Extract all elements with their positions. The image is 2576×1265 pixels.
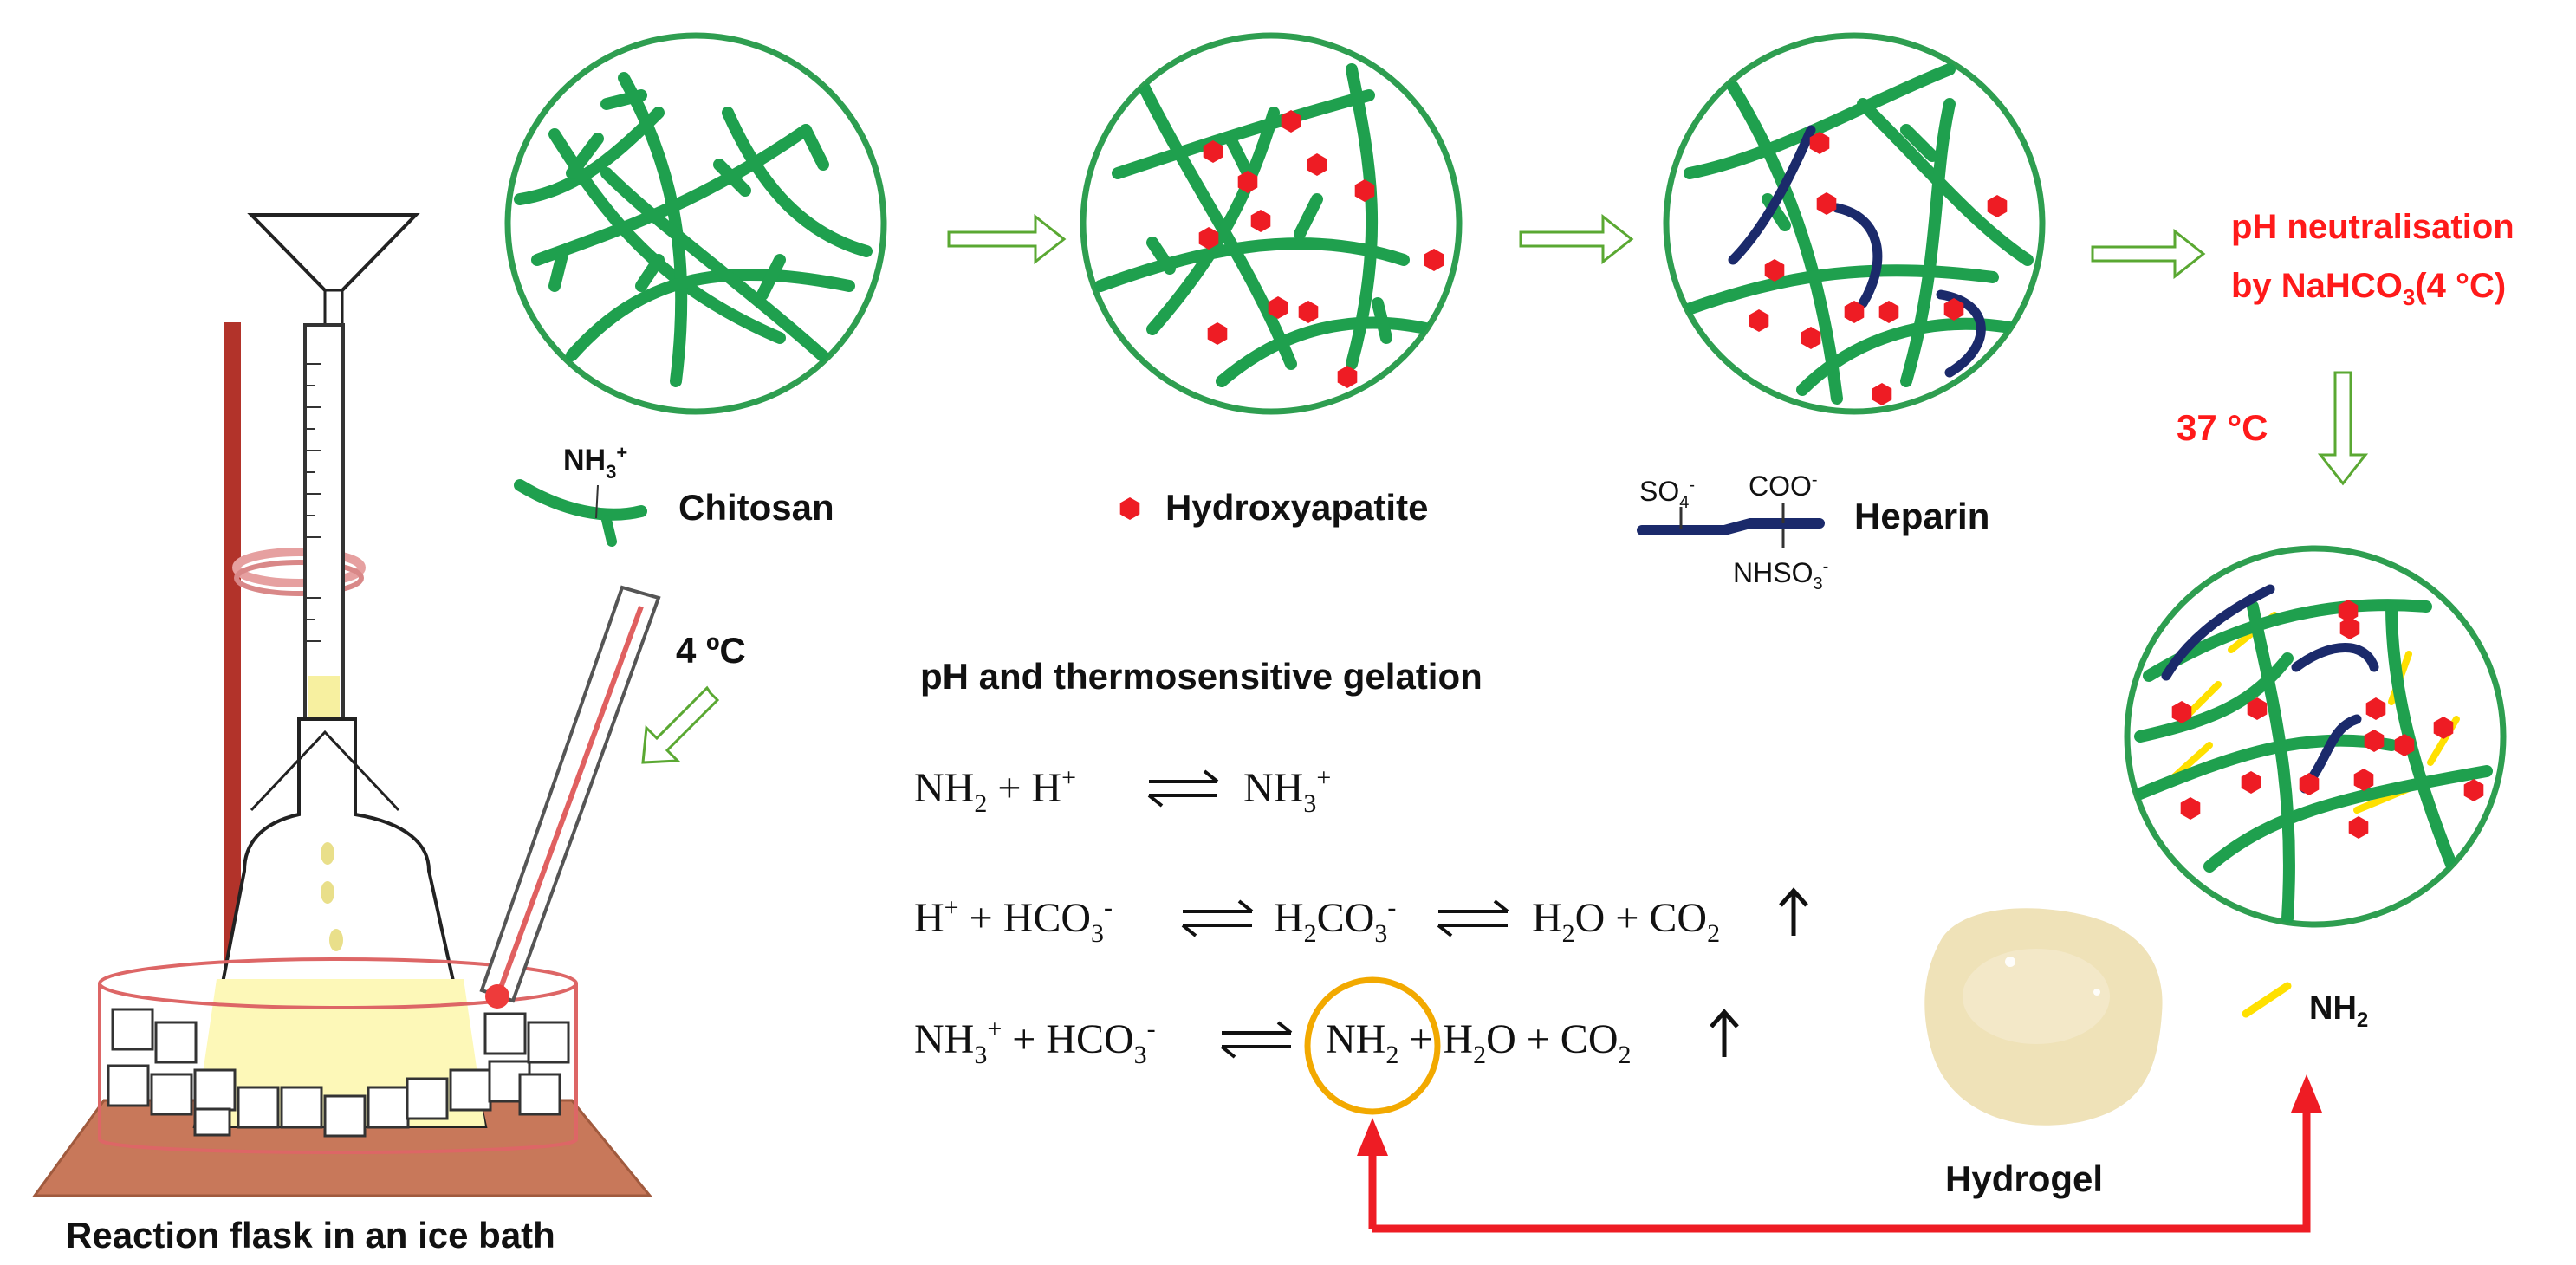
flask-label: Reaction flask in an ice bath <box>66 1215 555 1255</box>
heparin-label: Heparin <box>1854 496 1989 536</box>
thermometer <box>479 585 661 1009</box>
process-arrow-down <box>2317 371 2369 486</box>
svg-text:H+ + HCO3-: H+ + HCO3- <box>914 893 1113 948</box>
body-temp-label: 37 °C <box>2177 407 2268 448</box>
equation-1: NH2 + H+ NH3+ <box>914 763 1331 818</box>
cold-arrow <box>641 685 720 764</box>
ph-neutralisation-line1: pH neutralisation <box>2231 208 2514 246</box>
hydrogel-label: Hydrogel <box>1945 1158 2103 1199</box>
process-arrow-2 <box>1519 213 1634 265</box>
nh2-legend-line <box>2242 982 2292 1018</box>
heparin-nhso3-label: NHSO3- <box>1733 557 1828 594</box>
svg-text:NH3+ + HCO3-: NH3+ + HCO3- <box>914 1015 1156 1069</box>
svg-text:H2CO3-: H2CO3- <box>1274 893 1396 948</box>
svg-text:NH2 + H2O + CO2: NH2 + H2O + CO2 <box>1326 1016 1631 1069</box>
cold-temp-label: 4 ºC <box>676 630 746 671</box>
red-feedback-arrow <box>1357 1074 2322 1233</box>
hydroxyapatite-legend: Hydroxyapatite <box>1119 487 1428 528</box>
gelation-title: pH and thermosensitive gelation <box>920 656 1483 697</box>
chitosan-legend: NH3+ Chitosan <box>514 442 834 547</box>
reaction-apparatus <box>32 213 661 1197</box>
hydroxyapatite-label: Hydroxyapatite <box>1165 487 1428 528</box>
equation-3: NH3+ + HCO3- NH2 + H2O + CO2 <box>914 976 1739 1115</box>
heparin-so4-label: SO4- <box>1639 476 1695 512</box>
chitosan-network-circle <box>504 32 887 415</box>
ph-neutralisation-line2: by NaHCO3(4 °C) <box>2231 267 2506 310</box>
funnel <box>247 213 420 292</box>
nh2-highlight-ring <box>1304 976 1441 1115</box>
stand-base <box>32 1099 653 1197</box>
stand-rod <box>224 322 241 1085</box>
chitosan-label: Chitosan <box>678 487 834 528</box>
heparin-legend: SO4- COO- NHSO3- Heparin <box>1637 470 1989 594</box>
svg-text:NH2 + H+: NH2 + H+ <box>914 763 1076 818</box>
burette <box>303 323 345 734</box>
ice-cubes <box>107 1008 570 1138</box>
svg-text:NH3+: NH3+ <box>1243 763 1331 818</box>
process-arrow-3 <box>2091 228 2206 280</box>
svg-text:H2O + CO2: H2O + CO2 <box>1532 895 1720 948</box>
hydrogel-image <box>1924 908 2163 1126</box>
heparin-network-circle <box>1663 32 2046 415</box>
heparin-coo-label: COO- <box>1749 470 1818 502</box>
nh2-legend-label: NH2 <box>2309 990 2368 1032</box>
chitosan-group-label: NH3+ <box>563 442 627 483</box>
hydroxyapatite-network-circle <box>1080 32 1463 415</box>
hydrogel-network-circle <box>2124 545 2507 928</box>
clamp-ring <box>232 548 366 587</box>
process-arrow-1 <box>947 213 1067 265</box>
equation-2: H+ + HCO3- H2CO3- H2O + CO2 <box>914 887 1808 948</box>
